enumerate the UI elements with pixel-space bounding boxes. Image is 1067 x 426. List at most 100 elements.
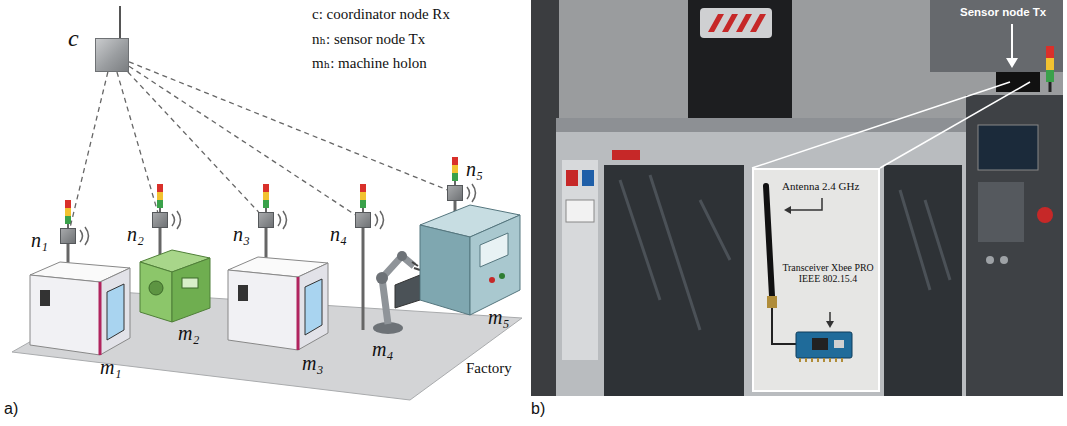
cnc-machine-part <box>265 228 268 262</box>
stack-lights-part <box>157 200 163 208</box>
machine-photo-part <box>531 0 1063 396</box>
stack-lights-part <box>65 208 71 216</box>
cnc-machine-part <box>40 290 50 306</box>
machine-photo-part <box>1046 58 1054 70</box>
stack-lights-part <box>360 200 366 208</box>
machine-photo-part <box>1000 256 1008 264</box>
wireless-symbol-part <box>375 211 384 229</box>
machine-photo-part <box>688 0 792 132</box>
panel-label: a) <box>4 400 18 418</box>
conveyor-machine-part <box>420 225 470 315</box>
machine-photo-part <box>708 14 766 32</box>
node-label: n₂ <box>127 223 144 245</box>
node-body-text: Transceiver Xbee PRO IEEE 802.15.4 <box>778 262 878 285</box>
machine-photo-part <box>562 160 598 360</box>
wireless-symbol-part <box>172 211 181 229</box>
legend-text: c: coordinator node Rx <box>312 6 450 23</box>
green-machine-part <box>149 281 163 295</box>
machine-photo-part <box>556 118 966 132</box>
wireless-link <box>128 72 259 212</box>
green-machine-part <box>182 278 198 288</box>
cnc-machine-part <box>228 270 298 350</box>
machine-photo-part <box>566 200 594 222</box>
stack-lights-part <box>452 173 458 181</box>
cnc-machine <box>30 244 130 355</box>
node-label: n₅ <box>466 158 483 180</box>
machine-photo-part <box>531 0 559 396</box>
conveyor-machine-part <box>499 273 505 279</box>
coordinator-antenna <box>120 6 121 38</box>
legend-text: mₕ: machine holon <box>312 54 427 72</box>
transceiver-inset-picture-part <box>784 206 791 214</box>
coordinator-node: c <box>95 38 129 72</box>
transceiver-inset-picture-part <box>772 308 796 344</box>
stack-lights-part <box>360 184 366 192</box>
stack-lights-part <box>263 200 269 208</box>
robot-arm-part <box>412 262 420 270</box>
area-label: Factory <box>466 360 512 377</box>
transceiver-inset-picture-part <box>834 340 844 348</box>
cnc-machine <box>228 228 328 350</box>
stack-lights-part <box>263 192 269 200</box>
stack-lights-part <box>157 184 163 192</box>
wireless-link <box>129 66 355 215</box>
machine-photo-part <box>986 256 994 264</box>
transceiver-inset-picture-part <box>752 168 880 392</box>
machine-photo-part <box>900 190 950 290</box>
node-label: Antenna 2.4 GHz <box>782 180 876 193</box>
cnc-machine-part <box>297 277 300 350</box>
robot-arm-part <box>397 251 407 261</box>
machine-photo-part <box>880 82 1030 168</box>
transceiver-inset-picture-part <box>767 296 777 308</box>
legend-text: nₕ: sensor node Tx <box>312 30 425 48</box>
wireless-link <box>129 62 447 190</box>
machine-photo-part <box>966 95 1063 396</box>
stack-lights-part <box>65 216 71 224</box>
coordinator-antenna-part <box>119 6 121 38</box>
sensor-node: n₁ <box>60 228 76 244</box>
conveyor-machine-part <box>480 233 508 267</box>
machine-photo-part <box>752 82 1010 168</box>
machine-label: m₃ <box>302 352 323 375</box>
wireless-link <box>117 72 158 212</box>
transceiver-inset-picture-part <box>790 198 822 210</box>
transceiver-inset-picture-part <box>826 321 834 328</box>
transceiver-inset-picture-part <box>766 186 772 296</box>
transceiver-inset-picture-part <box>829 312 831 322</box>
wireless-symbol-part <box>80 227 89 245</box>
robot-arm-part <box>362 228 365 330</box>
machine-photo-part <box>566 170 578 186</box>
machine-photo <box>531 0 1063 396</box>
machine-photo-part <box>978 125 1038 170</box>
cnc-machine-part <box>100 268 130 355</box>
machine-label: m₅ <box>488 306 509 329</box>
stack-lights-part <box>263 184 269 192</box>
sensor-node: n₅ <box>447 185 463 201</box>
sensor-node: n₄ <box>355 212 371 228</box>
machine-photo-part <box>1046 70 1054 82</box>
sensor-node: n₃ <box>258 212 274 228</box>
node-label: n₄ <box>330 223 347 245</box>
machine-photo-part <box>556 132 966 396</box>
cnc-machine-part <box>30 275 100 355</box>
machine-photo-part <box>930 0 1063 72</box>
machine-photo-part <box>1049 82 1052 92</box>
node-label: n₁ <box>31 229 48 251</box>
wireless-link <box>70 72 108 228</box>
machine-label: m₂ <box>178 322 199 345</box>
wireless-symbol-part <box>467 184 476 202</box>
green-machine-part <box>159 228 162 256</box>
conveyor-machine-part <box>470 215 520 315</box>
robot-arm-part <box>376 272 388 284</box>
machine-photo-part <box>582 170 594 186</box>
transceiver-inset: Antenna 2.4 GHzTransceiver Xbee PRO IEEE… <box>752 168 880 392</box>
transceiver-inset-picture-part <box>800 358 842 362</box>
machine-photo-part <box>1006 58 1018 68</box>
machine-photo-part <box>700 8 772 38</box>
machine-photo-part <box>1037 207 1053 223</box>
cnc-machine-part <box>107 284 124 340</box>
machine-photo-part <box>620 175 730 330</box>
machine-label: m₄ <box>372 338 393 361</box>
machine-photo-part <box>1011 24 1013 60</box>
